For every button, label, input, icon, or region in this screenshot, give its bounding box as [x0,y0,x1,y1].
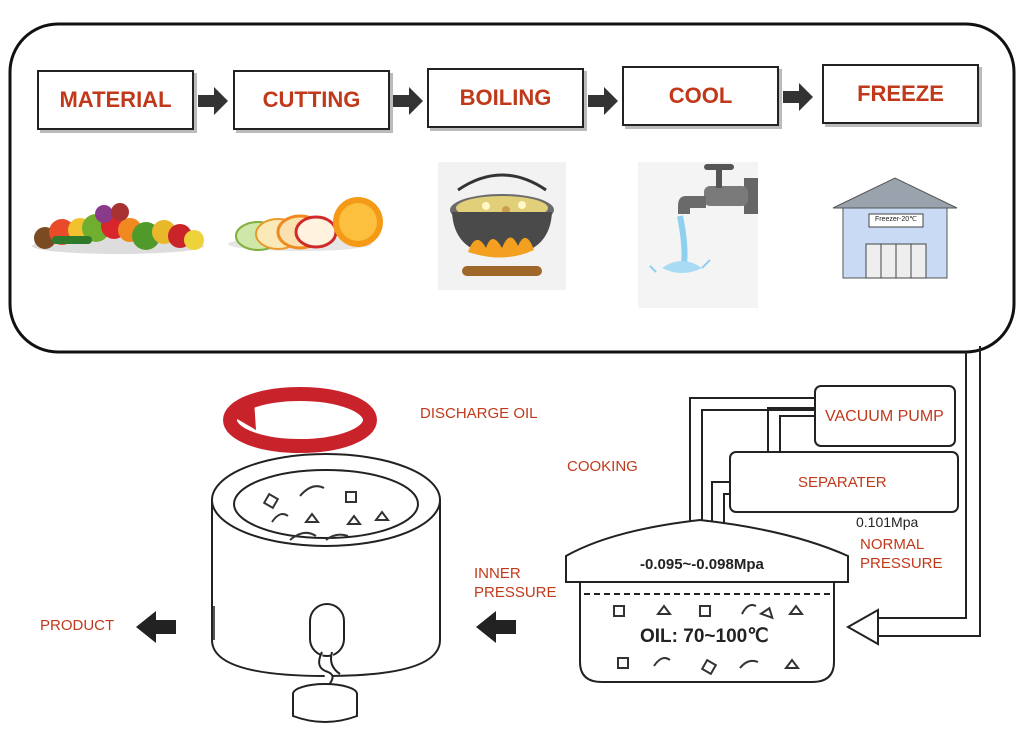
step-boiling: BOILING [427,68,584,128]
drum-outlet [292,603,358,723]
inner-pressure-arrow [476,611,516,643]
step-label: CUTTING [262,87,361,112]
rotation-arrow-icon [223,387,377,453]
flow-arrows [136,611,516,643]
step-label: MATERIAL [59,87,172,112]
step-label: BOILING [459,85,552,110]
fruits-icon [32,203,204,254]
freezer-sign: Freezer-20℃ [874,216,918,223]
step-arrow-4 [783,83,813,111]
oil-temp-label: OIL: 70~100℃ [640,626,769,647]
step-arrow-3 [588,87,618,115]
step-cool: COOL [622,66,779,126]
water-tap-icon [638,162,758,308]
normal-pressure-label-2: PRESSURE [860,555,943,572]
fruit-slices-icon [228,197,383,251]
step-arrow-1 [198,87,228,115]
cooking-label: COOKING [567,458,638,475]
step-cutting: CUTTING [233,70,390,130]
inner-pressure-label-2: PRESSURE [474,584,557,601]
boiling-pot-icon [438,162,566,290]
vacuum-pump-label: VACUUM PUMP [825,408,944,425]
step-material: MATERIAL [37,70,194,130]
product-arrow [136,611,176,643]
freezer-house-icon [832,177,958,279]
step-label: COOL [668,83,733,108]
vacuum-range-label: -0.095~-0.098Mpa [640,556,764,573]
step-arrows [198,83,813,115]
step-label: FREEZE [857,81,944,106]
product-label: PRODUCT [40,617,115,634]
step-arrow-2 [393,87,423,115]
normal-pressure-value: 0.101Mpa [856,514,919,530]
separater-label: SEPARATER [798,474,887,491]
step-freeze: FREEZE [822,64,979,124]
feed-pipe [845,346,981,646]
drum-food-pieces [262,485,390,541]
vacuum-cooking-pot [565,518,849,683]
inner-pressure-label-1: INNER [474,565,521,582]
normal-pressure-label-1: NORMAL [860,536,925,553]
discharge-oil-label: DISCHARGE OIL [420,405,538,422]
pot-food-pieces [613,604,804,676]
